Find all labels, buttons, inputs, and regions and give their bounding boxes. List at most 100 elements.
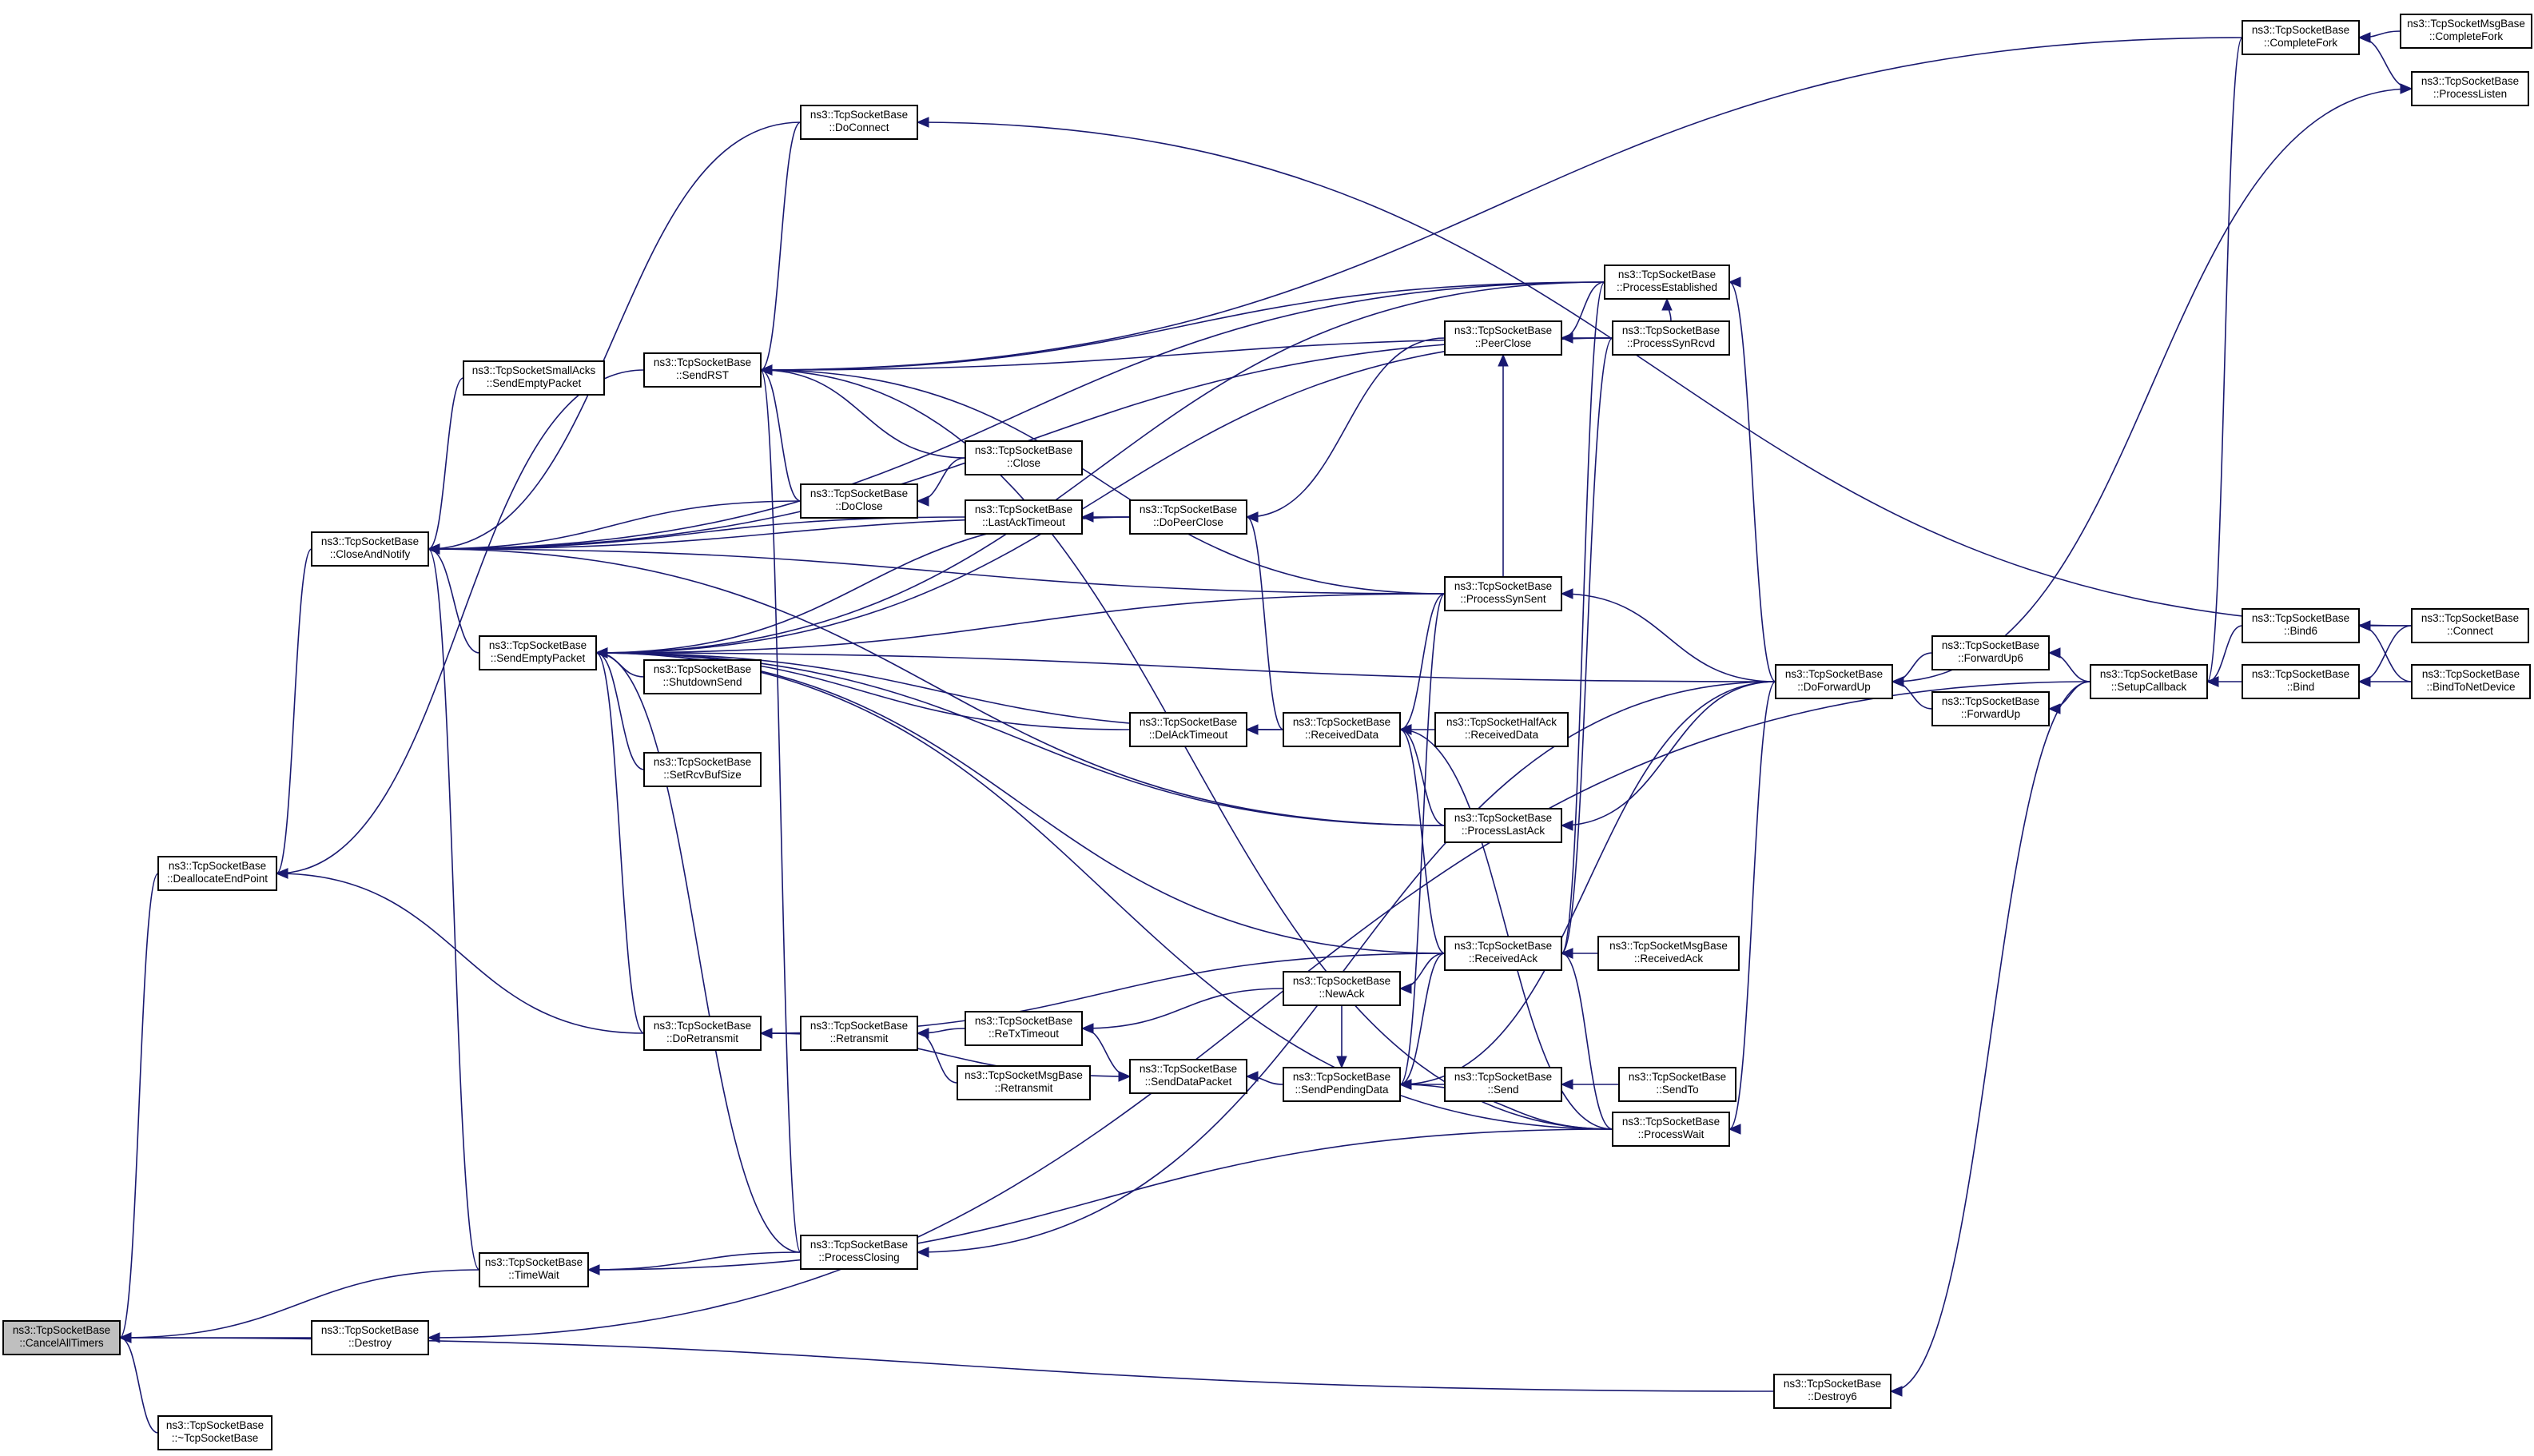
node-time-wait[interactable]: ns3::TcpSocketBase::TimeWait	[479, 1252, 589, 1287]
node-tcp-socket-base-dtor[interactable]: ns3::TcpSocketBase::~TcpSocketBase	[157, 1415, 272, 1450]
node-set-rcv-buf-size[interactable]: ns3::TcpSocketBase::SetRcvBufSize	[643, 752, 762, 787]
node-bind6[interactable]: ns3::TcpSocketBase::Bind6	[2242, 608, 2360, 643]
node-shutdown-send[interactable]: ns3::TcpSocketBase::ShutdownSend	[643, 659, 762, 694]
edge-close-to-send-rst	[760, 369, 966, 459]
edge-process-wait-to-received-data	[1399, 729, 1613, 1130]
node-process-syn-sent[interactable]: ns3::TcpSocketBase::ProcessSynSent	[1444, 576, 1562, 611]
node-send-data-packet[interactable]: ns3::TcpSocketBase::SendDataPacket	[1129, 1059, 1247, 1094]
node-del-ack-timeout[interactable]: ns3::TcpSocketBase::DelAckTimeout	[1129, 712, 1247, 747]
node-namespace-label: ns3::TcpSocketBase	[1140, 503, 1237, 515]
node-process-syn-rcvd[interactable]: ns3::TcpSocketBase::ProcessSynRcvd	[1612, 320, 1730, 356]
node-peer-close[interactable]: ns3::TcpSocketBase::PeerClose	[1444, 320, 1562, 356]
node-msg-base-received-ack[interactable]: ns3::TcpSocketMsgBase::ReceivedAck	[1597, 936, 1740, 971]
node-method-label: ::ProcessWait	[1638, 1128, 1705, 1140]
node-namespace-label: ns3::TcpSocketBase	[1942, 695, 2039, 707]
node-namespace-label: ns3::TcpSocketBase	[654, 1020, 751, 1032]
node-send-rst[interactable]: ns3::TcpSocketBase::SendRST	[643, 352, 762, 388]
arrowhead	[1118, 1071, 1132, 1082]
node-namespace-label: ns3::TcpSocketBase	[1618, 269, 1716, 280]
edge-process-syn-rcvd-to-received-ack	[1561, 337, 1613, 954]
edge-process-syn-rcvd-to-send-empty-packet	[595, 337, 1613, 654]
arrowhead	[1560, 1079, 1573, 1090]
edge-process-established-to-close-and-notify	[428, 281, 1605, 550]
node-connect[interactable]: ns3::TcpSocketBase::Connect	[2411, 608, 2529, 643]
node-forward-up6[interactable]: ns3::TcpSocketBase::ForwardUp6	[1931, 635, 2050, 670]
edge-do-forward-up-to-send-empty-packet	[595, 652, 1776, 682]
node-process-last-ack[interactable]: ns3::TcpSocketBase::ProcessLastAck	[1444, 808, 1562, 843]
node-process-closing[interactable]: ns3::TcpSocketBase::ProcessClosing	[800, 1235, 918, 1270]
node-deallocate-end-point[interactable]: ns3::TcpSocketBase::DeallocateEndPoint	[157, 856, 277, 891]
edge-do-close-to-close-and-notify	[428, 500, 802, 550]
node-method-label: ::CompleteFork	[2264, 37, 2338, 49]
node-last-ack-timeout[interactable]: ns3::TcpSocketBase::LastAckTimeout	[965, 499, 1083, 535]
node-do-forward-up[interactable]: ns3::TcpSocketBase::DoForwardUp	[1775, 664, 1893, 699]
node-do-peer-close[interactable]: ns3::TcpSocketBase::DoPeerClose	[1129, 499, 1247, 535]
node-namespace-label: ns3::TcpSocketBase	[1454, 324, 1552, 336]
arrowhead	[1498, 353, 1509, 367]
edge-layer	[118, 30, 2413, 1434]
node-namespace-label: ns3::TcpSocketBase	[489, 639, 587, 651]
node-destroy6[interactable]: ns3::TcpSocketBase::Destroy6	[1773, 1374, 1892, 1409]
node-namespace-label: ns3::TcpSocketBase	[2422, 668, 2520, 680]
node-send-pending-data[interactable]: ns3::TcpSocketBase::SendPendingData	[1283, 1067, 1401, 1102]
node-forward-up[interactable]: ns3::TcpSocketBase::ForwardUp	[1931, 691, 2050, 726]
node-namespace-label: ns3::TcpSocketBase	[1454, 580, 1552, 592]
edge-process-established-to-send-empty-packet	[595, 281, 1605, 654]
node-box	[1773, 1374, 1892, 1409]
edge-process-wait-to-send-pending-data	[1399, 1084, 1613, 1130]
node-msg-base-retransmit[interactable]: ns3::TcpSocketMsgBase::Retransmit	[957, 1065, 1091, 1100]
node-received-ack[interactable]: ns3::TcpSocketBase::ReceivedAck	[1444, 936, 1562, 971]
node-method-label: ::DelAckTimeout	[1149, 729, 1228, 741]
node-setup-callback[interactable]: ns3::TcpSocketBase::SetupCallback	[2090, 664, 2208, 699]
node-box	[2, 1320, 121, 1355]
node-namespace-label: ns3::TcpSocketBase	[810, 487, 908, 499]
node-cancel-all-timers[interactable]: ns3::TcpSocketBase::CancelAllTimers	[2, 1320, 121, 1355]
edge-connect-to-do-connect	[917, 121, 2413, 627]
arrowhead	[2400, 83, 2413, 94]
node-namespace-label: ns3::TcpSocketBase	[1622, 1116, 1720, 1128]
node-do-close[interactable]: ns3::TcpSocketBase::DoClose	[800, 483, 918, 519]
node-method-label: ::SetupCallback	[2111, 681, 2187, 693]
node-method-label: ::ReceivedAck	[1469, 953, 1538, 965]
node-do-connect[interactable]: ns3::TcpSocketBase::DoConnect	[800, 105, 918, 140]
node-retransmit[interactable]: ns3::TcpSocketBase::Retransmit	[800, 1016, 918, 1051]
node-received-data[interactable]: ns3::TcpSocketBase::ReceivedData	[1283, 712, 1401, 747]
node-method-label: ::SendRST	[676, 369, 729, 381]
node-small-acks-send-empty-packet[interactable]: ns3::TcpSocketSmallAcks::SendEmptyPacket	[463, 360, 605, 396]
node-re-tx-timeout[interactable]: ns3::TcpSocketBase::ReTxTimeout	[965, 1011, 1083, 1046]
node-destroy[interactable]: ns3::TcpSocketBase::Destroy	[311, 1320, 429, 1355]
edge-deallocate-end-point-to-cancel-all-timers	[119, 873, 159, 1339]
node-box	[1604, 265, 1730, 300]
node-method-label: ::Bind6	[2284, 625, 2317, 637]
node-complete-fork[interactable]: ns3::TcpSocketBase::CompleteFork	[2242, 20, 2360, 55]
node-method-label: ::CancelAllTimers	[19, 1337, 104, 1349]
node-method-label: ::LastAckTimeout	[982, 516, 1065, 528]
node-namespace-label: ns3::TcpSocketBase	[1454, 940, 1552, 952]
node-namespace-label: ns3::TcpSocketBase	[1785, 668, 1883, 680]
node-close[interactable]: ns3::TcpSocketBase::Close	[965, 440, 1083, 475]
node-method-label: ::Retransmit	[995, 1082, 1053, 1094]
node-half-ack-received-data[interactable]: ns3::TcpSocketHalfAck::ReceivedData	[1434, 712, 1569, 747]
node-bind-to-net-device[interactable]: ns3::TcpSocketBase::BindToNetDevice	[2411, 664, 2531, 699]
node-box	[1444, 1067, 1562, 1102]
node-msg-base-complete-fork[interactable]: ns3::TcpSocketMsgBase::CompleteFork	[2400, 14, 2532, 49]
node-bind[interactable]: ns3::TcpSocketBase::Bind	[2242, 664, 2360, 699]
node-send-to[interactable]: ns3::TcpSocketBase::SendTo	[1618, 1067, 1736, 1102]
node-process-wait[interactable]: ns3::TcpSocketBase::ProcessWait	[1612, 1112, 1730, 1147]
node-process-listen[interactable]: ns3::TcpSocketBase::ProcessListen	[2411, 71, 2529, 106]
node-close-and-notify[interactable]: ns3::TcpSocketBase::CloseAndNotify	[311, 531, 429, 567]
node-method-label: ::ProcessSynSent	[1460, 593, 1546, 605]
node-process-established[interactable]: ns3::TcpSocketBase::ProcessEstablished	[1604, 265, 1730, 300]
node-namespace-label: ns3::TcpSocketBase	[2421, 612, 2519, 624]
node-namespace-label: ns3::TcpSocketBase	[485, 1256, 583, 1268]
node-send-empty-packet[interactable]: ns3::TcpSocketBase::SendEmptyPacket	[479, 635, 597, 670]
node-namespace-label: ns3::TcpSocketBase	[1293, 975, 1390, 987]
node-send[interactable]: ns3::TcpSocketBase::Send	[1444, 1067, 1562, 1102]
node-namespace-label: ns3::TcpSocketSmallAcks	[472, 364, 596, 376]
node-new-ack[interactable]: ns3::TcpSocketBase::NewAck	[1283, 971, 1401, 1006]
node-box	[157, 1415, 272, 1450]
edge-do-forward-up-to-process-wait	[1728, 681, 1776, 1130]
node-do-retransmit[interactable]: ns3::TcpSocketBase::DoRetransmit	[643, 1016, 762, 1051]
node-method-label: ::ProcessEstablished	[1617, 281, 1717, 293]
